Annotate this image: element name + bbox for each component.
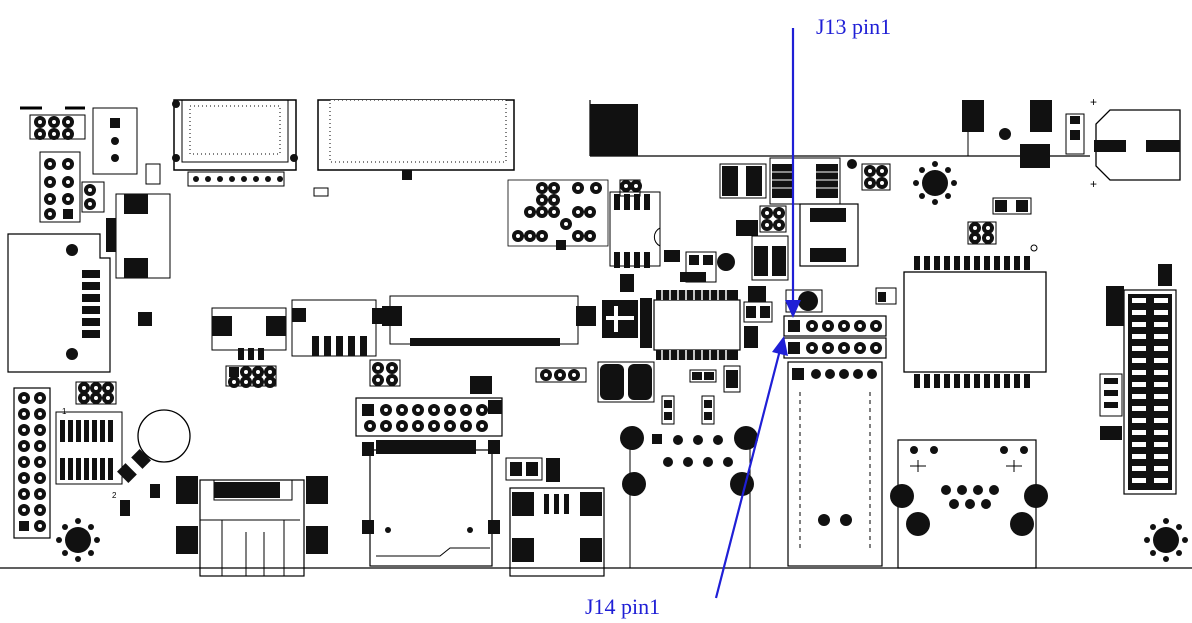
plus-mark-1: +: [1090, 95, 1097, 109]
card-slot-left: [7, 233, 111, 373]
top-left-connectors: [20, 106, 138, 223]
processor-block: [590, 104, 638, 156]
plus-mark-2: +: [1090, 177, 1097, 191]
power-components: [719, 157, 1032, 281]
pin-marker-2: 2: [112, 491, 117, 500]
j14-pin1-label: J14 pin1: [585, 594, 661, 619]
mini-connector-b: [291, 299, 388, 357]
j13-pointer-arrow: [785, 28, 801, 318]
ethernet-connector: [787, 361, 883, 567]
bga-chip-center: [313, 99, 515, 197]
long-header-right: [1099, 264, 1188, 562]
bga-chip-left: [172, 99, 298, 187]
usb-connector-left: [176, 476, 328, 577]
header-left-column: [13, 387, 100, 562]
fpc-connector-long: [382, 295, 596, 346]
j13-pin1-label: J13 pin1: [816, 14, 892, 39]
top-right-components: + +: [962, 95, 1181, 191]
header-2x8: [355, 359, 587, 437]
header-j13: [783, 287, 897, 337]
micro-usb-connector: [505, 457, 605, 577]
header-j14: [783, 337, 887, 359]
serial-connector-center: [597, 361, 758, 568]
pin-marker-1: 1: [62, 407, 67, 416]
sd-card-slot: [362, 440, 500, 567]
j14-pointer-arrow: [714, 336, 788, 599]
fpc-connector-small: [106, 163, 171, 326]
soic-left-and-battery: 1 2: [55, 381, 191, 516]
qfp-chip: [903, 244, 1047, 388]
serial-connector-right: [890, 439, 1048, 569]
mini-connector-a: [211, 307, 287, 388]
soic-chip: [602, 286, 773, 360]
center-ic-cluster: [507, 179, 735, 292]
